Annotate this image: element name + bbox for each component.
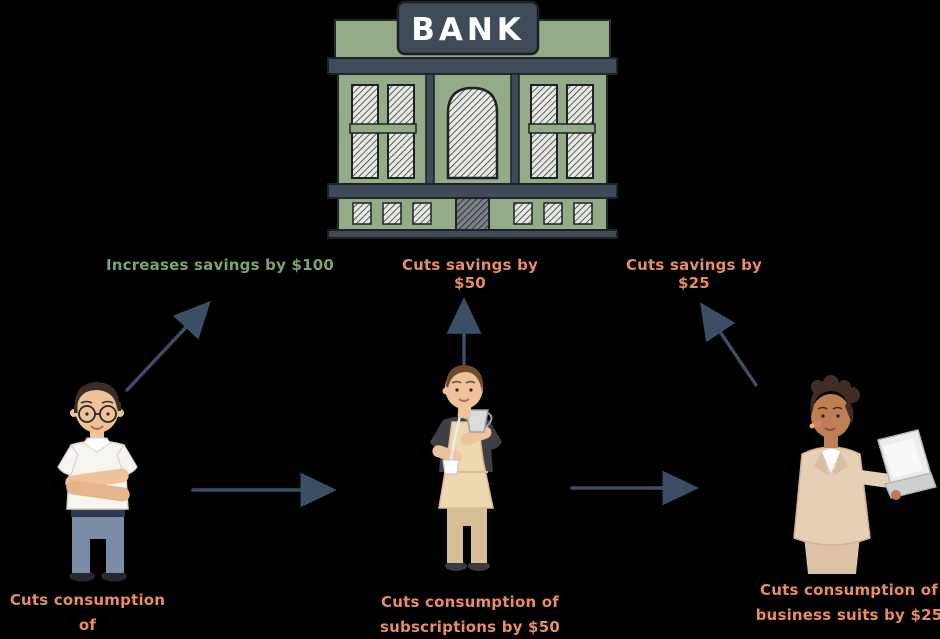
bank-sign-label: BANK	[411, 12, 525, 48]
label-increase-savings: Increases savings by $100	[105, 256, 335, 274]
bank-arch-window	[446, 86, 499, 180]
bank-windows-left	[349, 84, 417, 179]
businesswoman-laptop-icon	[752, 372, 937, 577]
caption-business-suits: Cuts consumption of business suits by $2…	[750, 578, 940, 628]
caption-subscriptions-line1: Cuts consumption of	[380, 593, 559, 611]
caption-coffee-line1: Cuts consumption of	[9, 591, 166, 634]
bank-sign	[396, 0, 540, 56]
bank-door	[455, 197, 490, 231]
caption-business-suits-line2: business suits by $25	[755, 606, 940, 624]
arrow-woman-to-savings	[700, 302, 758, 387]
caption-coffee: Cuts consumption of coffee by $100	[0, 588, 175, 639]
barista-pouring-coffee-icon	[402, 360, 527, 582]
man-arms-crossed-icon	[25, 375, 170, 585]
bank-windows-right	[528, 84, 596, 179]
bank-lower-windows	[352, 202, 593, 225]
label-cut-savings-25: Cuts savings by $25	[625, 256, 763, 292]
caption-subscriptions-line2: subscriptions by $50	[380, 618, 560, 636]
caption-business-suits-line1: Cuts consumption of	[759, 581, 938, 599]
label-cut-savings-50: Cuts savings by $50	[401, 256, 539, 292]
bank-building-icon: BANK	[325, 0, 620, 240]
caption-subscriptions: Cuts consumption of subscriptions by $50	[375, 590, 565, 639]
